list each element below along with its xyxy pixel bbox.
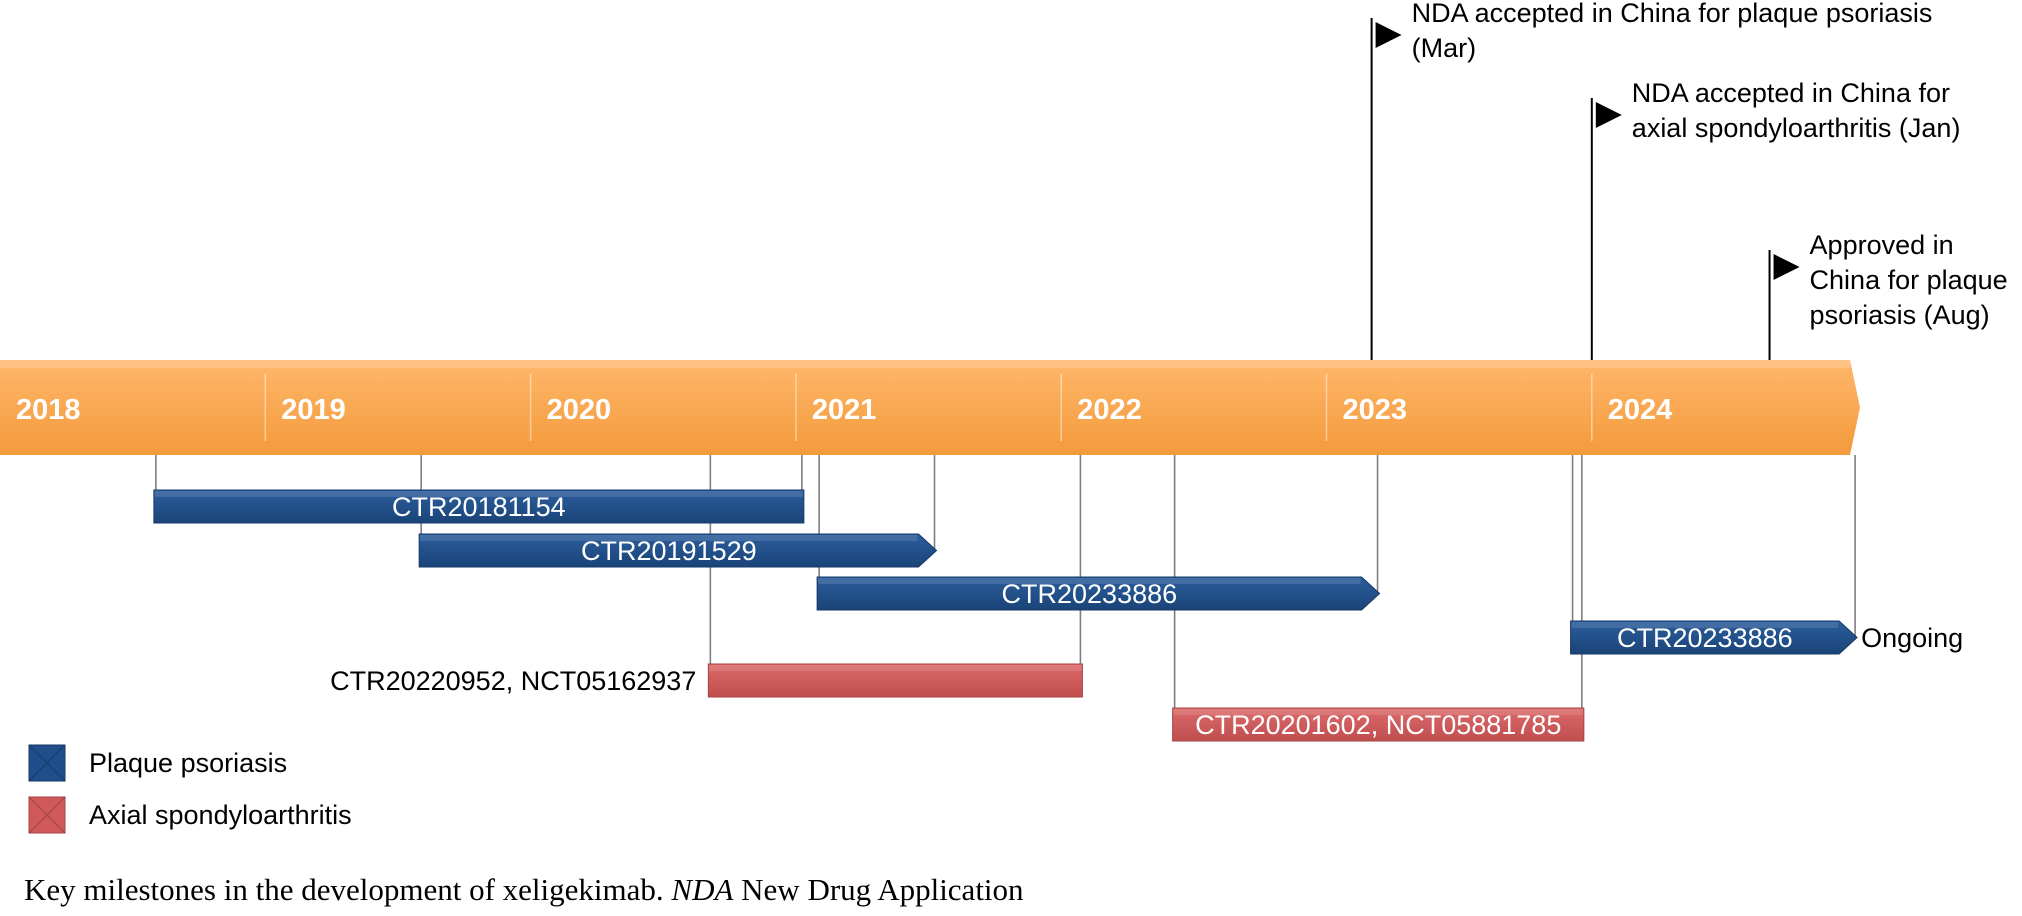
milestone-label-line: axial spondyloarthritis (Jan) [1632, 113, 1961, 143]
trial-bar-shape [707, 663, 1083, 698]
legend-label: Plaque psoriasis [89, 748, 287, 778]
milestone-label-line: NDA accepted in China for [1632, 78, 1950, 108]
timeline-band [0, 360, 1860, 455]
year-label-2021: 2021 [812, 394, 877, 426]
caption-abbreviation: NDA [671, 872, 734, 907]
trial-bar: CTR20191529 [418, 533, 938, 568]
trial-bar-sheen [1571, 622, 1839, 628]
timeline-axis: 2018 2019 2020 2021 2022 2023 2024 [0, 360, 1860, 455]
trial-bar: CTR20233886 [816, 576, 1381, 611]
trial-label: CTR20233886 [1617, 623, 1793, 653]
milestone-label-line: psoriasis (Aug) [1810, 300, 1990, 330]
trial-label: CTR20220952, NCT05162937 [330, 666, 696, 696]
trial-bar-sheen [154, 491, 803, 497]
trial-label: CTR20201602, NCT05881785 [1195, 710, 1561, 740]
legend-swatch [28, 744, 66, 782]
milestone-label-line: China for plaque [1810, 265, 2008, 295]
year-label-2022: 2022 [1077, 394, 1142, 426]
milestone-label-line: NDA accepted in China for plaque psorias… [1412, 0, 1933, 28]
legend-swatch-bevel [28, 796, 66, 834]
trial-bar-shape [1570, 620, 1858, 655]
timeline-band-highlight [0, 360, 1850, 368]
trial-label: CTR20181154 [392, 492, 566, 522]
trial-bar-sheen [818, 578, 1361, 584]
legend-item-axial: Axial spondyloarthritis [28, 796, 352, 834]
milestone: NDA accepted in China for plaque psorias… [1370, 0, 1933, 360]
year-label-2020: 2020 [547, 394, 612, 426]
trial-bar: CTR20220952, NCT05162937 [330, 663, 1083, 698]
trial-bar-shape [1172, 707, 1585, 742]
milestone-label-line: Approved in [1810, 230, 1954, 260]
legend-swatch [28, 796, 66, 834]
trial-bar-sheen [420, 535, 918, 541]
caption-definition: New Drug Application [733, 872, 1024, 907]
trial-label: CTR20233886 [1002, 579, 1178, 609]
legend-label: Axial spondyloarthritis [89, 800, 352, 830]
year-label-2019: 2019 [281, 394, 346, 426]
milestones: NDA accepted in China for plaque psorias… [1370, 0, 2008, 360]
figure-caption: Key milestones in the development of xel… [24, 872, 1924, 908]
trial-status-label: Ongoing [1861, 623, 1963, 653]
caption-text: Key milestones in the development of xel… [24, 872, 672, 907]
trial-bar-sheen [1173, 709, 1583, 715]
milestone: NDA accepted in China for axial spondyloa… [1590, 78, 1961, 360]
flag-icon [1595, 102, 1622, 128]
year-label-2023: 2023 [1343, 394, 1408, 426]
trial-bar-sheen [709, 665, 1082, 671]
year-label-2018: 2018 [16, 394, 81, 426]
trial-bar-shape [816, 576, 1381, 611]
trial-bar-shape [418, 533, 938, 568]
trial-bar: CTR20233886 Ongoing [1570, 620, 1963, 655]
trial-bar: CTR20181154 [153, 489, 805, 524]
year-label-2024: 2024 [1608, 394, 1673, 426]
flag-icon [1773, 254, 1800, 280]
trial-bars: CTR20181154CTR20191529CTR20233886CTR2022… [153, 489, 1963, 742]
legend-item-plaque: Plaque psoriasis [28, 744, 287, 782]
trial-bar-shape [153, 489, 805, 524]
trial-label: CTR20191529 [581, 536, 757, 566]
milestone: Approved in China for plaque psoriasis (Au… [1768, 230, 2008, 360]
milestone-label-line: (Mar) [1412, 33, 1476, 63]
trial-bar: CTR20201602, NCT05881785 [1172, 707, 1585, 742]
legend-swatch-bevel [28, 744, 66, 782]
flag-icon [1375, 22, 1402, 48]
